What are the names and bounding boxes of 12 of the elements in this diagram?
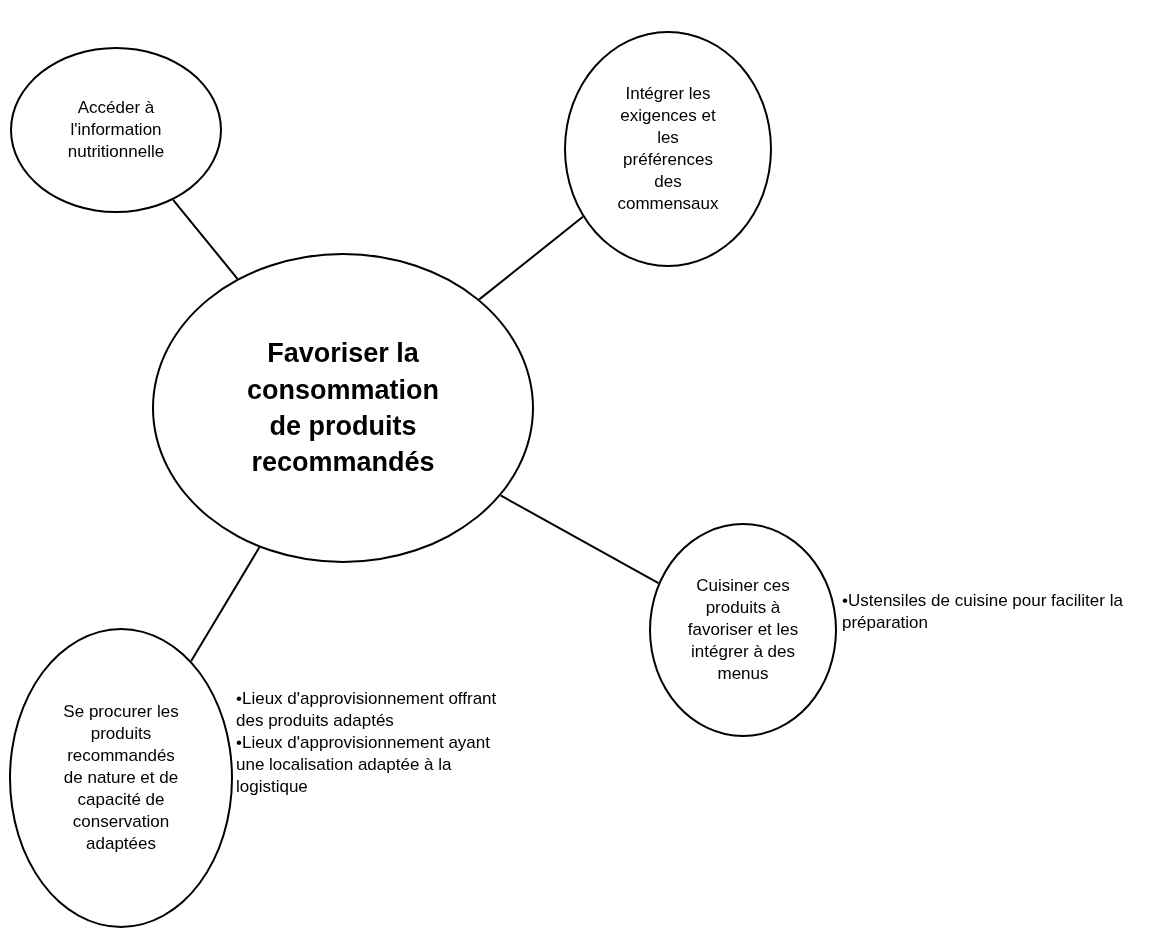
node-label: Accéder à l'information nutritionnelle (66, 96, 166, 164)
connector-line (172, 198, 239, 280)
bullet-note: •Lieux d'approvisionnement offrant des produits adaptés (236, 688, 498, 733)
node-label: Favoriser la consommation de produits recommandés (246, 337, 440, 480)
bullet-note: •Lieux d'approvisionnement ayant une localisation adaptée à la logistique (236, 732, 491, 799)
connector-line (478, 215, 584, 301)
bullet-note: •Ustensiles de cuisine pour faciliter la préparation (842, 590, 1124, 635)
connector-line (190, 546, 261, 663)
node-label: Se procurer les produits recommandés de nature et de capacité de conservation adaptées (62, 700, 180, 856)
node-label: Intégrer les exigences et les préférences des commensaux (616, 82, 720, 216)
connector-line (499, 494, 660, 585)
node-label: Cuisiner ces produits à favoriser et les intégrer à des menus (686, 574, 800, 686)
